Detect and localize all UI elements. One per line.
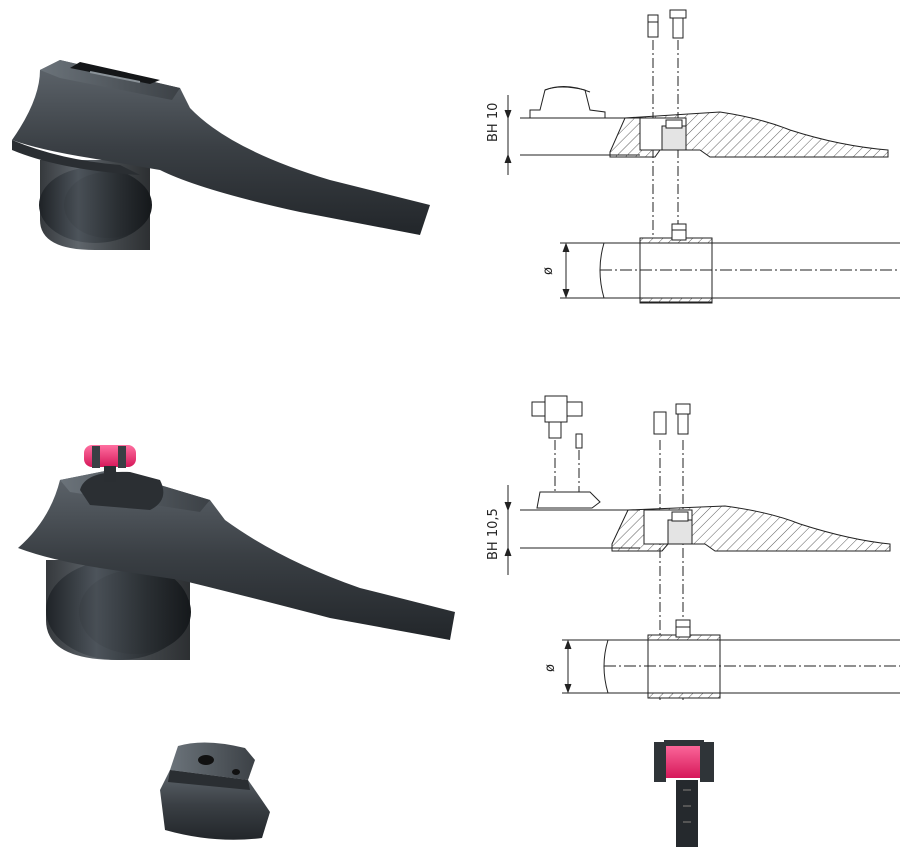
bh-label-bottom: BH 10,5: [486, 508, 501, 560]
dovetail-insert-photo: [160, 742, 270, 840]
sight-base-photo-bottom: [18, 445, 455, 660]
sight-screw-assembly: [531, 395, 583, 449]
screw-top-right: [669, 9, 687, 39]
diameter-label-bottom: ø: [543, 664, 558, 672]
diameter-label-top: ø: [541, 267, 556, 275]
technical-drawing-top: [504, 9, 900, 304]
screw-top-left: [647, 14, 659, 38]
fiber-sight-closeup-photo: [654, 740, 714, 847]
technical-drawing-bottom: [504, 395, 900, 700]
red-fiber-sight: [84, 445, 136, 467]
bh-label-top: BH 10: [486, 103, 501, 142]
sight-base-photo-top: [12, 60, 430, 250]
